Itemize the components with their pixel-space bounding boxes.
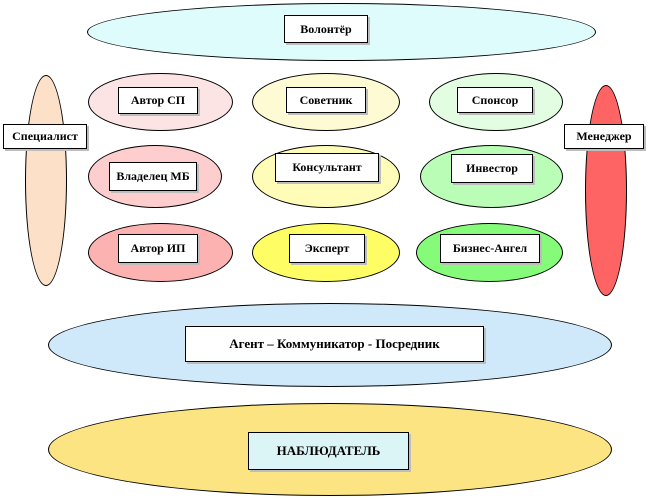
sponsor-ellipse [429,73,563,131]
business-angel-label: Бизнес-Ангел [440,234,540,263]
manager-label: Менеджер [564,124,644,149]
manager-ellipse [585,85,627,296]
owner-mb-label: Владелец МБ [109,162,197,191]
sponsor-label: Спонсор [457,87,533,113]
author-sp-label: Автор СП [118,87,198,114]
specialist-label: Специалист [3,124,87,149]
author-ip-label: Автор ИП [118,234,198,263]
consultant-label: Консультант [275,153,379,182]
agent-label: Агент – Коммуникатор - Посредник [185,326,484,362]
advisor-label: Советник [286,87,366,113]
observer-label: НАБЛЮДАТЕЛЬ [248,432,409,470]
specialist-ellipse [25,75,67,286]
volunteer-label: Волонтёр [284,15,368,43]
investor-label: Инвестор [451,154,533,183]
expert-label: Эксперт [289,234,365,263]
